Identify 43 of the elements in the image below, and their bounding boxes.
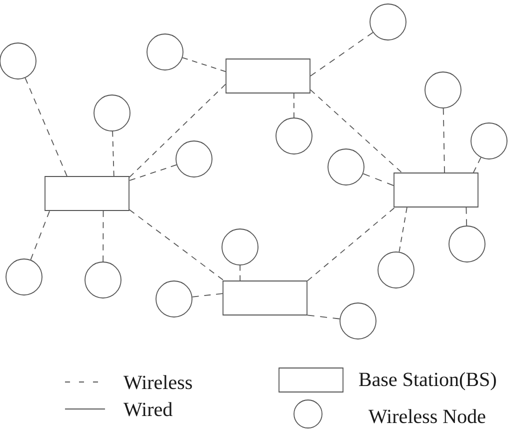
dashed-link: [293, 93, 294, 118]
dashed-link: [129, 209, 224, 281]
node-circle: [176, 140, 212, 178]
station-box: [222, 280, 308, 316]
station-box: [226, 58, 310, 94]
node-circle: [470, 122, 508, 160]
node-circle: [84, 262, 122, 298]
node-circle: [370, 4, 406, 40]
dashed-link: [240, 265, 241, 281]
dashed-link: [398, 207, 408, 252]
legend-label: Wireless Node: [368, 409, 486, 424]
node-circle: [424, 72, 462, 108]
dashed-link: [442, 108, 445, 173]
station-box: [44, 176, 130, 211]
dashed-link: [472, 157, 482, 173]
legend-label: Wired: [123, 402, 172, 416]
dashed-link: [129, 84, 226, 178]
dashed-link: [310, 89, 402, 173]
dashed-link: [466, 207, 468, 226]
node-circle: [328, 148, 364, 186]
legend-label: Wireless: [123, 375, 192, 390]
node-circle: [146, 34, 184, 70]
node-circle: [340, 302, 376, 340]
node-circle: [448, 226, 486, 262]
dashed-link: [192, 293, 223, 298]
dashed-link: [307, 207, 396, 282]
dashed-link: [102, 210, 104, 262]
dashed-link: [30, 210, 50, 260]
dashed-link: [307, 314, 340, 320]
node-circle: [6, 258, 42, 296]
dashed-link: [129, 164, 177, 181]
node-circle: [276, 118, 312, 154]
node-circle: [94, 94, 130, 132]
dashed-link: [182, 57, 226, 72]
node-circle: [156, 280, 192, 318]
station-box: [394, 172, 478, 208]
dashed-link: [310, 32, 374, 76]
node-circle: [222, 228, 258, 266]
dashed-link: [112, 130, 114, 176]
dashed-link: [24, 78, 68, 176]
legend-label: Base Station(BS): [359, 372, 496, 390]
dashed-link: [362, 173, 394, 186]
node-circle: [378, 252, 414, 288]
